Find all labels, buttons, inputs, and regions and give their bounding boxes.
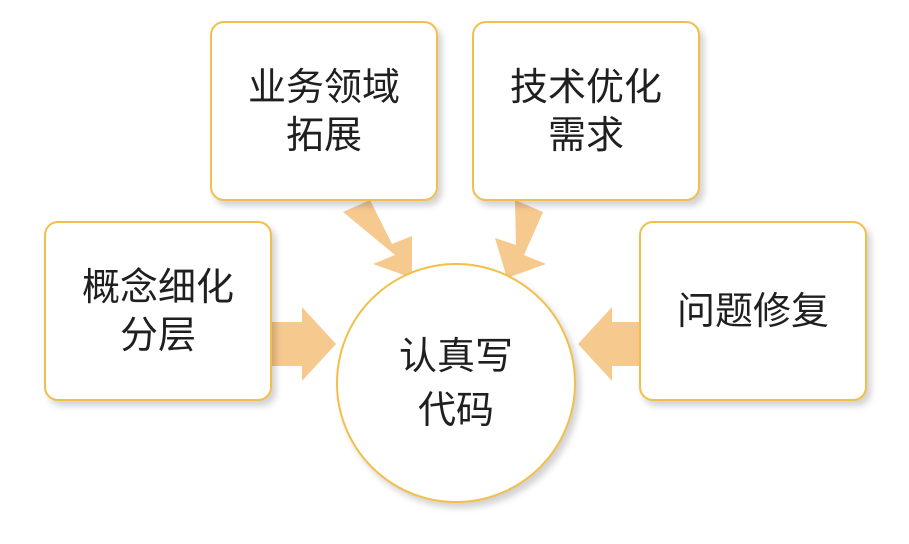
center-circle: 认真写 代码 xyxy=(336,263,576,503)
box-business-expansion: 业务领域 拓展 xyxy=(210,21,438,201)
box-business-expansion-label: 业务领域 拓展 xyxy=(247,65,400,157)
arrow-business-to-center xyxy=(343,200,412,278)
center-circle-label: 认真写 代码 xyxy=(398,334,513,432)
box-concept-layering: 概念细化 分层 xyxy=(44,221,272,401)
arrow-bugfix-to-center xyxy=(578,307,641,381)
arrow-concept-to-center xyxy=(268,307,336,381)
arrow-tech-to-center xyxy=(495,200,546,278)
box-bug-fix-label: 问题修复 xyxy=(676,289,829,333)
box-concept-layering-label: 概念细化 分层 xyxy=(81,265,234,357)
box-tech-optimization: 技术优化 需求 xyxy=(472,21,700,201)
box-tech-optimization-label: 技术优化 需求 xyxy=(509,65,662,157)
box-bug-fix: 问题修复 xyxy=(639,221,867,401)
